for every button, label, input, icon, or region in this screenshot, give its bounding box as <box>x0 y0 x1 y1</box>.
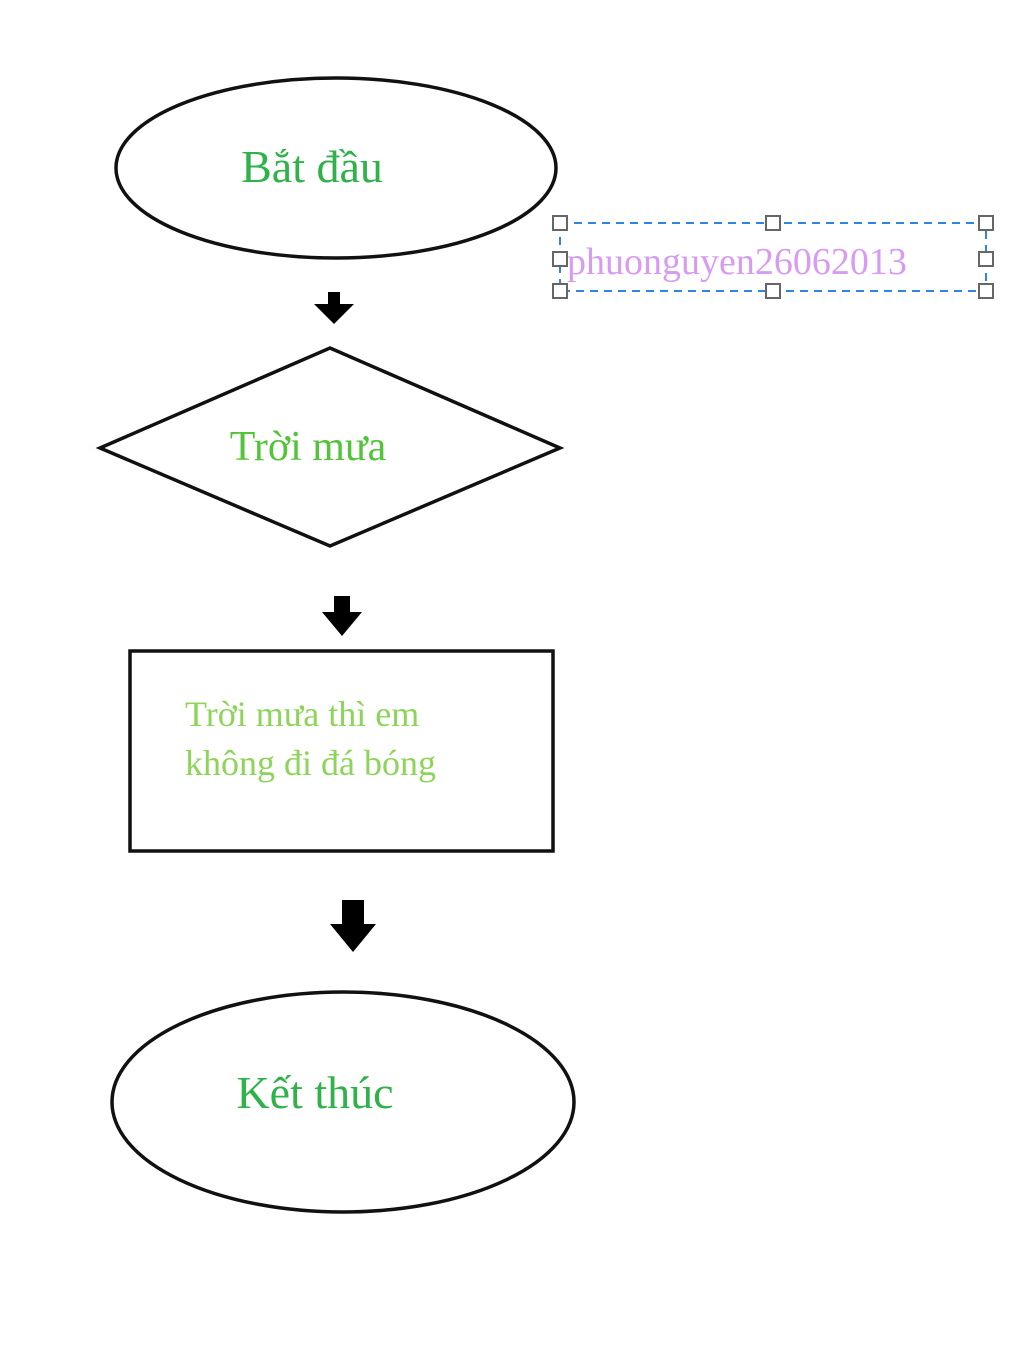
decision-label: Trời mưa <box>230 424 387 470</box>
resize-handle-top-left[interactable] <box>552 215 568 231</box>
resize-handle-middle-right[interactable] <box>978 251 994 267</box>
end-label: Kết thúc <box>236 1067 393 1118</box>
watermark-textbox[interactable]: phuonguyen26062013 <box>552 215 994 299</box>
end-ellipse <box>110 990 576 1214</box>
decision-diamond <box>95 346 565 548</box>
decision-node[interactable]: Trời mưa <box>95 346 565 548</box>
resize-handle-middle-left[interactable] <box>552 251 568 267</box>
resize-handle-top-right[interactable] <box>978 215 994 231</box>
resize-handle-top-center[interactable] <box>765 215 781 231</box>
start-ellipse <box>114 76 558 260</box>
resize-handle-bottom-left[interactable] <box>552 283 568 299</box>
arrow-down-icon <box>314 292 354 324</box>
resize-handle-bottom-center[interactable] <box>765 283 781 299</box>
start-label: Bắt đầu <box>241 141 383 192</box>
end-terminal[interactable]: Kết thúc <box>110 990 576 1214</box>
resize-handle-bottom-right[interactable] <box>978 283 994 299</box>
process-label-line-2: không đi đá bóng <box>185 743 436 783</box>
watermark-text: phuonguyen26062013 <box>567 241 907 283</box>
arrow-down-icon <box>330 900 376 952</box>
start-terminal[interactable]: Bắt đầu <box>114 76 558 260</box>
process-rectangle <box>128 649 555 853</box>
process-node[interactable]: Trời mưa thì em không đi đá bóng <box>128 649 555 853</box>
arrow-down-icon <box>322 596 362 636</box>
process-label-line-1: Trời mưa thì em <box>185 694 419 734</box>
